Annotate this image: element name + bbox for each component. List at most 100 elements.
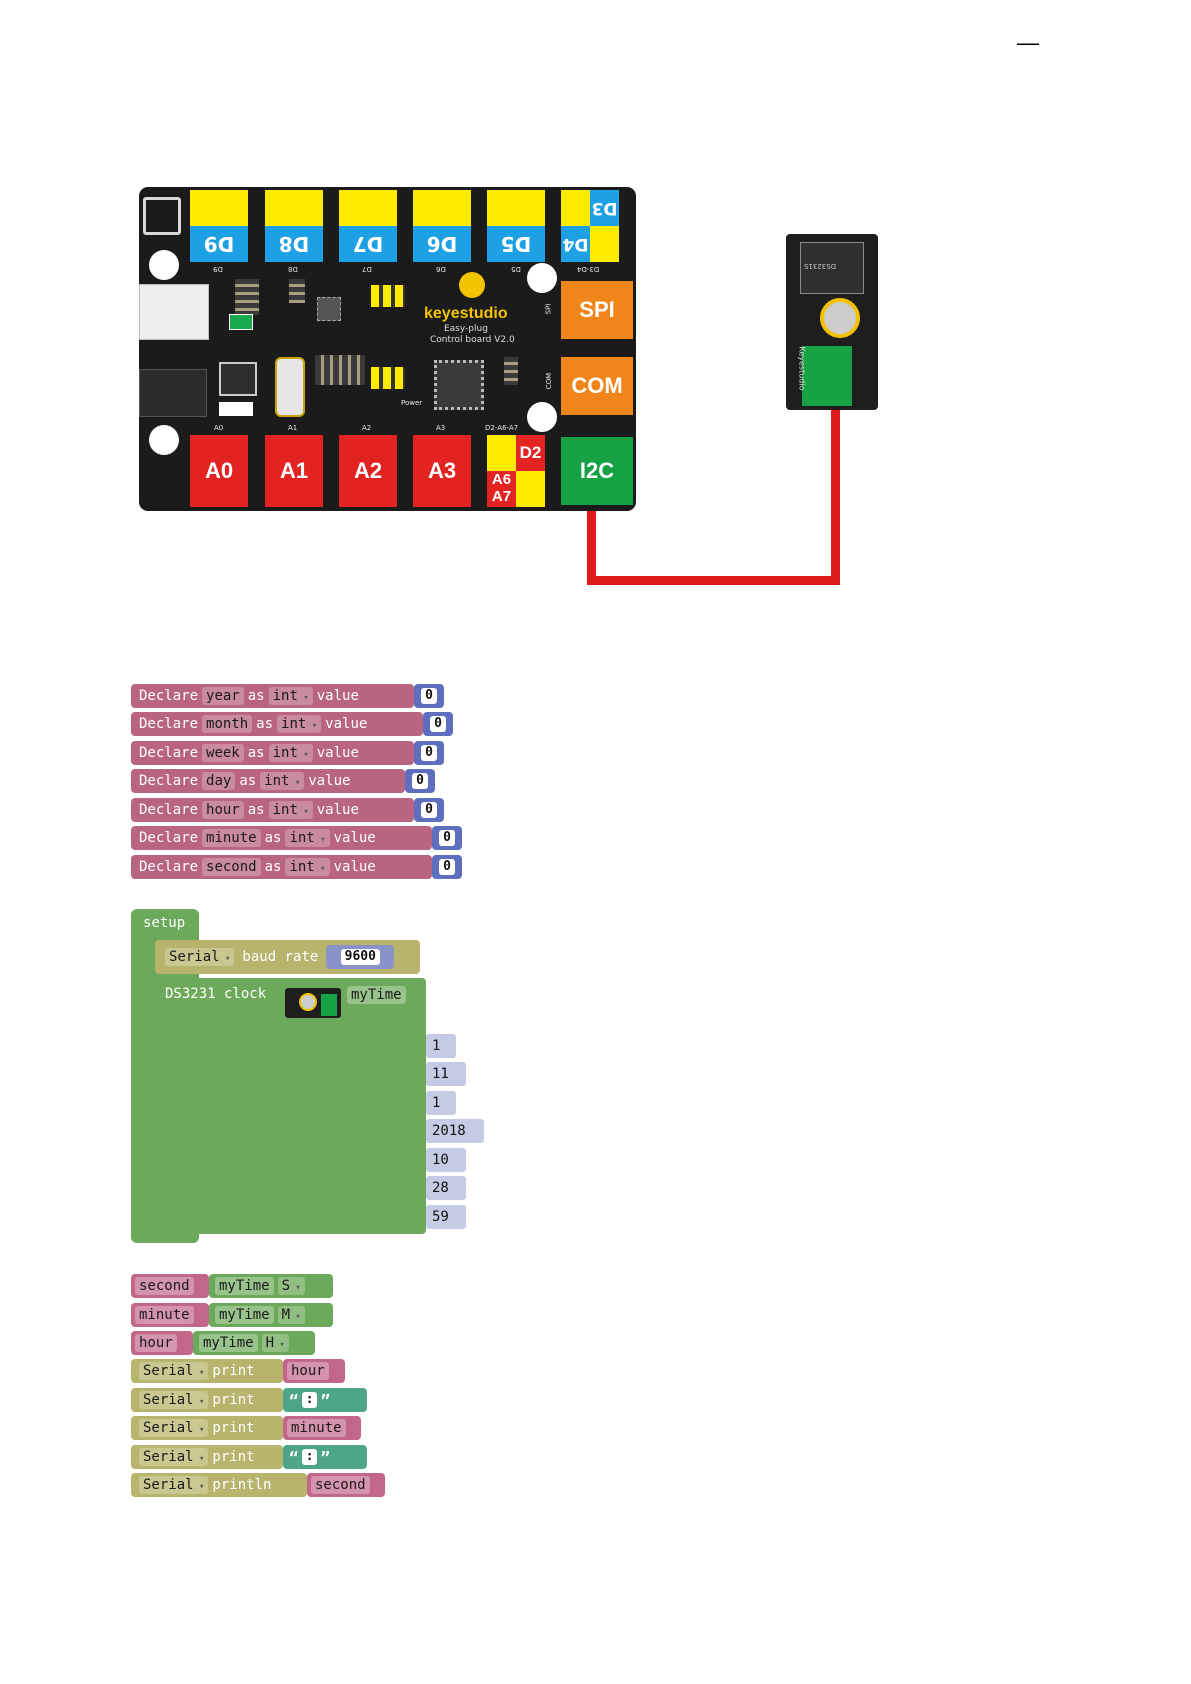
clock-label: DS3231 clock bbox=[165, 986, 267, 1002]
reset-button bbox=[143, 197, 181, 235]
port-d7: D7 bbox=[339, 190, 397, 262]
smd-parts bbox=[289, 279, 305, 303]
clock-value-slot[interactable]: 1 bbox=[426, 1034, 456, 1058]
serial-println-second-block[interactable]: Serialprintln second bbox=[131, 1473, 385, 1497]
clock-value-slot[interactable]: 59 bbox=[426, 1205, 466, 1229]
port-d8: D8 bbox=[265, 190, 323, 262]
control-board: D9 D8 D7 D6 D5 D3 D4 D9 D8 D7 D6 D5 D3-D… bbox=[139, 187, 636, 511]
board-subtitle: Control board V2.0 bbox=[430, 335, 515, 345]
clock-value-slot[interactable]: 28 bbox=[426, 1176, 466, 1200]
type-dropdown[interactable]: int bbox=[285, 858, 330, 876]
module-brand: Keyestudio bbox=[797, 346, 807, 391]
isp-header bbox=[371, 367, 405, 389]
clock-value-slot[interactable]: 2018 bbox=[426, 1119, 484, 1143]
pin-label: D6 bbox=[436, 265, 446, 273]
port-d5: D5 bbox=[487, 190, 545, 262]
brand-name: keyestudio bbox=[424, 305, 508, 322]
mount-hole bbox=[527, 402, 557, 432]
bee-logo bbox=[459, 272, 485, 298]
mount-hole bbox=[149, 250, 179, 280]
capacitor bbox=[275, 357, 305, 417]
type-dropdown[interactable]: int bbox=[268, 687, 313, 705]
declare-month-block[interactable]: Declaremonthasintvalue 0 bbox=[131, 712, 453, 736]
coin-battery bbox=[820, 298, 860, 338]
pin-label: D5 bbox=[511, 265, 521, 273]
isp-header bbox=[371, 285, 405, 307]
smd-parts bbox=[235, 279, 259, 315]
port-spi: SPI bbox=[561, 281, 633, 339]
serial-dropdown[interactable]: Serial bbox=[165, 948, 235, 966]
clock-var-field[interactable]: myTime bbox=[347, 986, 406, 1004]
pin-label: D9 bbox=[213, 265, 223, 273]
usb-port bbox=[139, 284, 209, 340]
pin-label: A1 bbox=[288, 424, 298, 432]
port-d3-d4: D3 D4 bbox=[561, 190, 619, 262]
spi-small-label: SPI bbox=[544, 303, 553, 315]
var-name-field[interactable]: hour bbox=[202, 801, 244, 819]
port-a2: A2 bbox=[339, 435, 397, 507]
var-name-field[interactable]: minute bbox=[202, 829, 261, 847]
declare-day-block[interactable]: Declaredayasintvalue 0 bbox=[131, 769, 435, 793]
pin-label: D7 bbox=[362, 265, 372, 273]
pin-label: A2 bbox=[362, 424, 372, 432]
port-d9: D9 bbox=[190, 190, 248, 262]
module-chip bbox=[800, 242, 864, 294]
clock-value-slot[interactable]: 10 bbox=[426, 1148, 466, 1172]
pin-label: D2-A6-A7 bbox=[485, 424, 519, 432]
setup-label: setup bbox=[143, 915, 186, 931]
power-jack bbox=[139, 369, 207, 417]
var-name-field[interactable]: year bbox=[202, 687, 244, 705]
led bbox=[229, 314, 253, 330]
clock-value-slot[interactable]: 11 bbox=[426, 1062, 466, 1086]
pin-label: D3-D4 bbox=[577, 265, 600, 273]
port-a0: A0 bbox=[190, 435, 248, 507]
var-name-field[interactable]: month bbox=[202, 715, 253, 733]
mount-hole bbox=[527, 263, 557, 293]
regulator bbox=[219, 362, 257, 396]
declare-week-block[interactable]: Declareweekasintvalue 0 bbox=[131, 741, 444, 765]
usb-chip bbox=[317, 297, 341, 321]
mount-hole bbox=[149, 425, 179, 455]
smd-parts bbox=[504, 357, 518, 385]
var-name-field[interactable]: day bbox=[202, 772, 236, 790]
declare-minute-block[interactable]: Declareminuteasintvalue 0 bbox=[131, 826, 462, 850]
serial-print-minute-block[interactable]: Serialprint minute bbox=[131, 1416, 361, 1440]
serial-print-hour-block[interactable]: Serialprint hour bbox=[131, 1359, 345, 1383]
var-name-field[interactable]: week bbox=[202, 744, 244, 762]
declare-second-block[interactable]: Declaresecondasintvalue 0 bbox=[131, 855, 462, 879]
board-subtitle: Easy-plug bbox=[444, 324, 488, 334]
port-a1: A1 bbox=[265, 435, 323, 507]
type-dropdown[interactable]: int bbox=[268, 801, 313, 819]
module-chip-text: DS3231S bbox=[804, 262, 837, 270]
clock-value-slot[interactable]: 1 bbox=[426, 1091, 456, 1115]
ds3231-clock-block[interactable]: DS3231 clock myTime bbox=[155, 978, 426, 1234]
port-com: COM bbox=[561, 357, 633, 415]
baud-value[interactable]: 9600 bbox=[340, 949, 380, 965]
com-small-label: COM bbox=[545, 372, 554, 390]
pin-label: D8 bbox=[288, 265, 298, 273]
type-dropdown[interactable]: int bbox=[268, 744, 313, 762]
serial-print-colon-block[interactable]: Serialprint “:” bbox=[131, 1445, 367, 1469]
module-connector bbox=[802, 346, 852, 406]
type-dropdown[interactable]: int bbox=[277, 715, 322, 733]
declare-year-block[interactable]: Declareyearasintvalue 0 bbox=[131, 684, 444, 708]
serial-baud-block[interactable]: Serial baud rate 9600 bbox=[155, 940, 420, 974]
port-d6: D6 bbox=[413, 190, 471, 262]
serial-print-colon-block[interactable]: Serialprint “:” bbox=[131, 1388, 367, 1412]
port-i2c: I2C bbox=[561, 437, 633, 505]
ds3231-module-icon bbox=[285, 988, 341, 1018]
power-label: Power bbox=[401, 399, 423, 407]
var-name-field[interactable]: second bbox=[202, 858, 261, 876]
smd-parts bbox=[315, 355, 365, 385]
mcu-chip bbox=[434, 360, 484, 410]
declare-hour-block[interactable]: Declarehourasintvalue 0 bbox=[131, 798, 444, 822]
type-dropdown[interactable]: int bbox=[260, 772, 305, 790]
ds3231-module: DS3231S Keyestudio bbox=[786, 234, 878, 410]
page-marker: — bbox=[1017, 30, 1039, 55]
port-a3: A3 bbox=[413, 435, 471, 507]
type-dropdown[interactable]: int bbox=[285, 829, 330, 847]
